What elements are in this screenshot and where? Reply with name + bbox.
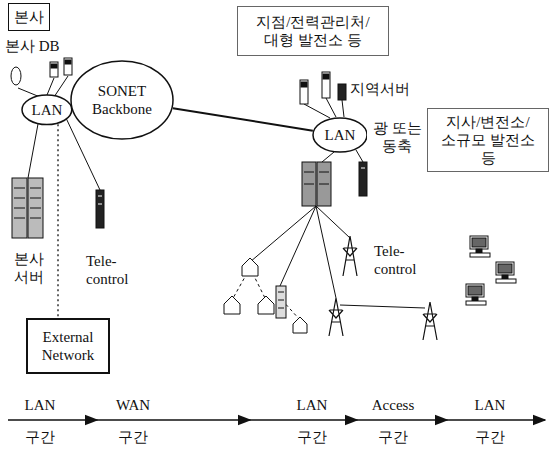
device-label: 지역서버 — [350, 80, 410, 98]
connector-line — [173, 108, 313, 130]
ellipse-outline — [22, 95, 72, 125]
section-word: 구간 — [297, 428, 327, 446]
server-rack — [12, 124, 43, 238]
header-box: 본사 — [8, 3, 50, 31]
section-arrows — [8, 419, 545, 421]
node-text: LAN — [325, 126, 356, 144]
section-name: LAN — [25, 396, 56, 414]
section-word: 구간 — [118, 428, 148, 446]
section-word: 구간 — [25, 428, 55, 446]
backbone-ellipse: SONET Backbone — [70, 60, 174, 140]
ellipse-outline — [70, 60, 174, 140]
distribution-network — [224, 152, 425, 333]
node-text: 지사/변전소/ 소규모 발전소 등 — [433, 113, 543, 167]
telecontrol-device — [356, 150, 367, 196]
lan-ellipse: LAN — [21, 94, 73, 126]
section-name: LAN — [475, 396, 506, 414]
section-word: 구간 — [475, 428, 505, 446]
section-name: LAN — [297, 396, 328, 414]
ellipse-outline — [313, 118, 367, 152]
section-word: 구간 — [378, 428, 408, 446]
site-group-box: 지점/전력관리처/ 대형 발전소 등 — [237, 6, 389, 56]
connector-line — [57, 124, 58, 318]
device-label: 본사 서버 — [14, 250, 44, 286]
ellipse-outline — [71, 61, 173, 139]
section-name: Access — [372, 396, 414, 414]
edge-label: 광 또는 동축 — [367, 119, 427, 155]
device-label: Tele- control — [86, 252, 129, 288]
node-text: 지점/전력관리처/ 대형 발전소 등 — [243, 13, 383, 49]
node-text: LAN — [32, 101, 63, 119]
lan-ellipse: LAN — [312, 117, 368, 153]
branch-computers — [466, 236, 516, 305]
section-name: WAN — [116, 396, 150, 414]
site-group-box: 지사/변전소/ 소규모 발전소 등 — [427, 108, 549, 172]
db-devices — [11, 58, 72, 97]
transmission-tower — [329, 236, 437, 340]
network-box: External Network — [26, 318, 110, 374]
device-label: Tele- control — [374, 242, 417, 278]
regional-servers — [300, 72, 346, 118]
node-text: SONET Backbone — [92, 82, 152, 118]
device-label: 본사 DB — [5, 37, 60, 55]
node-text: 본사 — [14, 8, 44, 26]
node-text: External Network — [42, 328, 94, 364]
